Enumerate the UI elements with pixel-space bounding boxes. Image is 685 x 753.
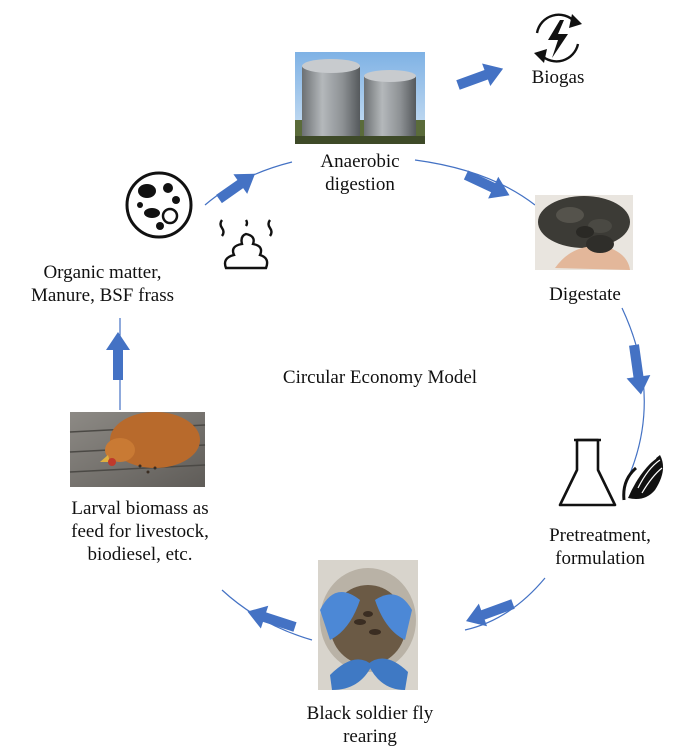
- anaerobic-label-line-2: digestion: [325, 174, 395, 195]
- node-larval-biomass: Larval biomass as feed for livestock, bi…: [40, 497, 240, 566]
- biogas-storage-tanks-photo: [295, 52, 425, 144]
- organic-label-line-2: Manure, BSF frass: [30, 285, 175, 306]
- digestate-label: Digestate: [549, 284, 621, 305]
- anaerobic-label-line-1: Anaerobic: [320, 151, 400, 172]
- node-pretreatment: Pretreatment, formulation: [525, 524, 675, 570]
- food-waste-plate-icon: [125, 171, 193, 239]
- node-biogas: Biogas: [508, 66, 608, 89]
- node-organic-matter: Organic matter, Manure, BSF frass: [0, 261, 205, 307]
- bsf-label-line-1: Black soldier fly: [306, 703, 434, 724]
- flow-arrows: [106, 63, 651, 632]
- manure-pile-icon: [219, 219, 273, 270]
- larval-label-line-1: Larval biomass as: [71, 498, 209, 519]
- digestate-in-hand-photo: [535, 195, 633, 270]
- arrow-digestate-to-pretreatment: [626, 344, 651, 395]
- arrow-organic-to-anaerobic: [216, 173, 256, 204]
- larval-label-line-3: biodiesel, etc.: [87, 544, 193, 565]
- pretreatment-label-line-2: formulation: [555, 548, 645, 569]
- flask-icon: [558, 438, 617, 507]
- cycle-line-anaerobic-to-digestate: [414, 159, 536, 206]
- cycle-line-pretreatment-to-bsf: [464, 577, 546, 631]
- renewable-energy-icon: [534, 13, 582, 63]
- diagram-title-text: Circular Economy Model: [282, 367, 478, 388]
- larvae-in-gloved-hands-photo: [318, 560, 418, 690]
- organic-label-line-1: Organic matter,: [43, 262, 162, 283]
- chicken-feeding-photo: [69, 412, 206, 487]
- node-bsf-rearing: Black soldier fly rearing: [285, 702, 455, 748]
- arrow-larval-to-organic: [106, 332, 130, 380]
- node-digestate: Digestate: [530, 283, 640, 306]
- arrow-bsf-to-larval: [247, 605, 297, 632]
- bsf-label-line-2: rearing: [343, 726, 397, 747]
- arrow-anaerobic-to-digestate: [463, 170, 510, 199]
- larval-label-line-2: feed for livestock,: [71, 521, 209, 542]
- cycle-line-digestate-to-pretreatment: [621, 307, 645, 486]
- node-anaerobic-digestion: Anaerobic digestion: [290, 150, 430, 196]
- arrow-pretreatment-to-bsf: [466, 599, 515, 627]
- biogas-label: Biogas: [531, 67, 585, 88]
- diagram-title: Circular Economy Model: [230, 366, 530, 389]
- corn-icon: [622, 455, 664, 501]
- arrow-anaerobic-to-biogas: [456, 63, 504, 90]
- pretreatment-label-line-1: Pretreatment,: [549, 525, 651, 546]
